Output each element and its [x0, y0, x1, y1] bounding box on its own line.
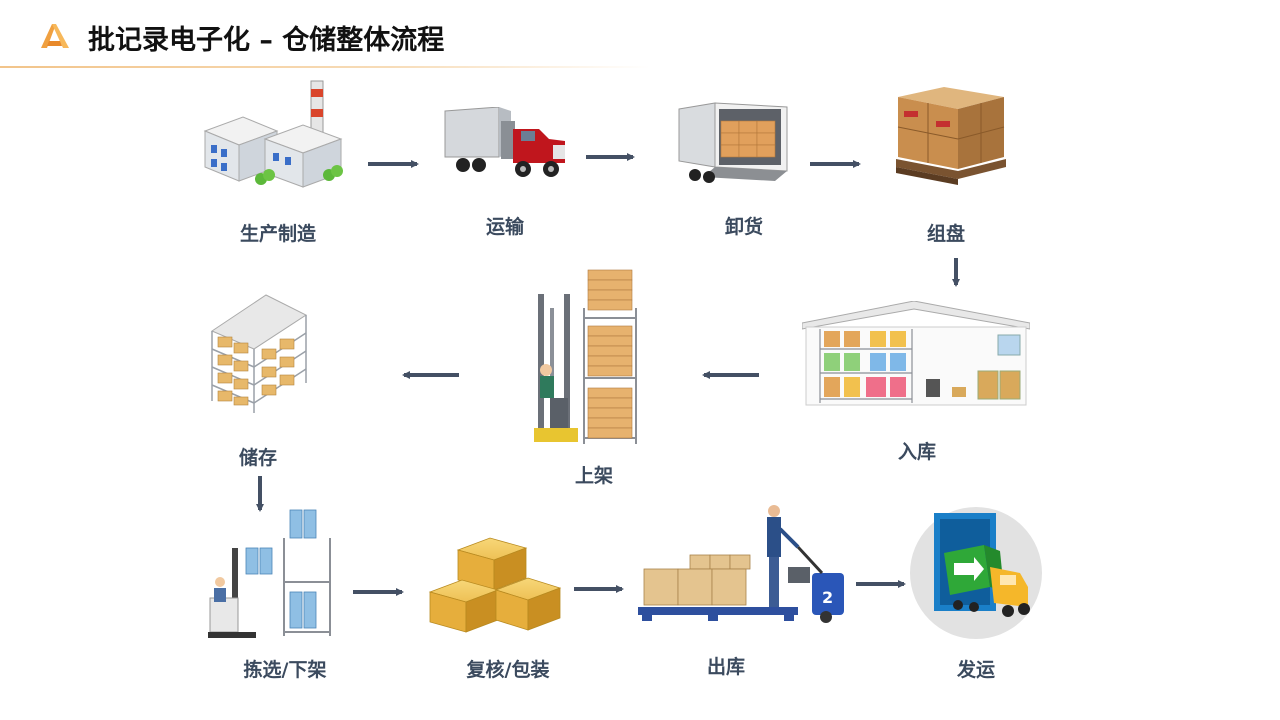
step-label-transport: 运输 — [485, 216, 525, 238]
company-logo-icon — [41, 24, 69, 48]
page-title: 批记录电子化 – 仓储整体流程 — [88, 25, 445, 56]
pallet-jack-icon: 2 — [638, 505, 844, 623]
step-label-manufacturing: 生产制造 — [239, 223, 317, 245]
packages-icon — [428, 537, 562, 633]
forklift-rack-icon — [534, 269, 637, 444]
step-label-packing: 复核/包装 — [466, 659, 550, 681]
step-label-inbound: 入库 — [897, 441, 937, 463]
picking-forklift-icon — [208, 509, 331, 638]
step-label-picking: 拣选/下架 — [243, 659, 327, 681]
storage-rack-icon — [210, 294, 308, 413]
dispatch-truck-icon — [910, 507, 1042, 639]
step-label-dispatch: 发运 — [956, 659, 996, 681]
truck-icon — [444, 107, 565, 177]
step-label-putaway: 上架 — [574, 465, 614, 487]
header-divider — [0, 66, 650, 68]
step-label-outbound: 出库 — [706, 656, 746, 678]
pallet-boxes-icon — [896, 87, 1006, 185]
svg-text:2: 2 — [822, 588, 833, 607]
trailer-unloading-icon — [678, 102, 788, 183]
warehouse-icon — [802, 301, 1030, 406]
factory-icon — [203, 80, 343, 188]
step-label-unloading: 卸货 — [724, 216, 764, 238]
step-label-storage: 储存 — [238, 447, 278, 469]
step-label-palletizing: 组盘 — [926, 223, 966, 245]
